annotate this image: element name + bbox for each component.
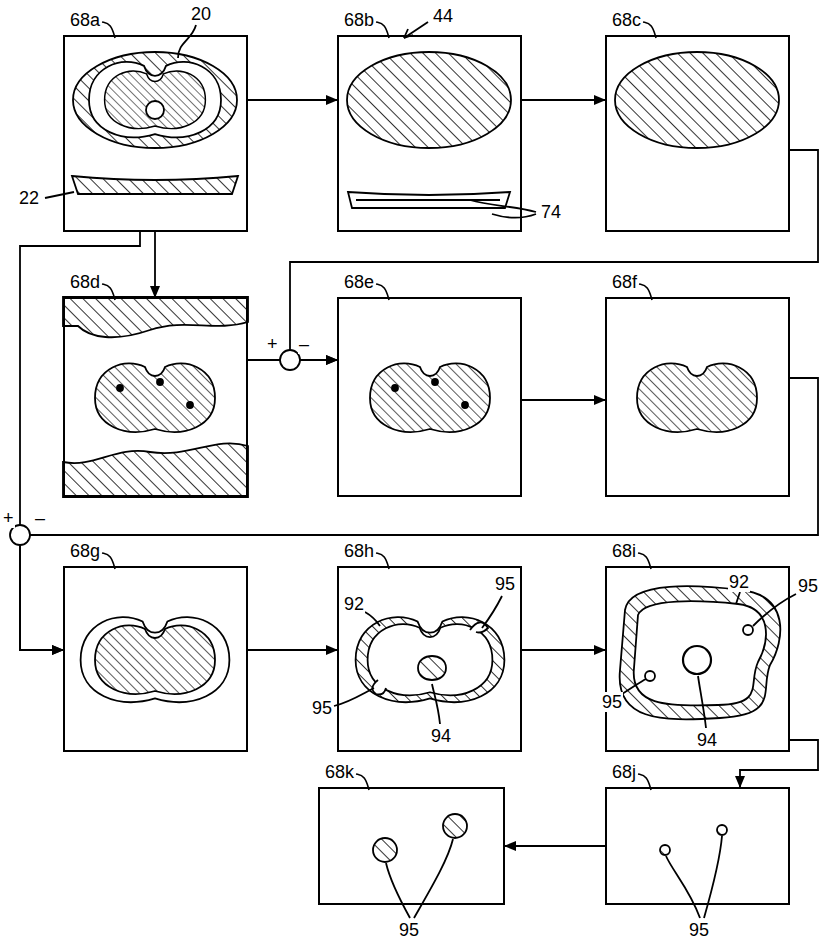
callout-number: 95: [601, 692, 623, 712]
process-panel: 68j: [605, 787, 790, 905]
flow-arrow: [522, 99, 605, 101]
callout-number: 44: [432, 6, 454, 26]
callout-number: 95: [688, 920, 710, 940]
process-panel: 68f: [605, 297, 790, 497]
summing-junction: [10, 525, 30, 545]
flow-arrow: [522, 649, 605, 651]
process-panel: 68g: [63, 566, 248, 752]
flow-arrow: [248, 99, 337, 101]
callout-number: 22: [18, 188, 40, 208]
process-panel: 68a: [63, 35, 248, 232]
panel-reference: 68a: [69, 10, 101, 30]
process-panel: 68c: [605, 35, 790, 232]
panel-reference: 68i: [611, 541, 637, 561]
callout-number: +: [2, 508, 15, 528]
panel-reference: 68j: [611, 762, 637, 782]
process-panel: 68e: [337, 297, 522, 497]
callout-number: 92: [343, 594, 365, 614]
summing-junction: [280, 350, 300, 370]
flow-arrow: [522, 399, 605, 401]
panel-reference: 68c: [611, 10, 642, 30]
callout-number: 95: [311, 698, 333, 718]
flow-arrow: [740, 740, 818, 787]
panel-reference: 68g: [69, 541, 101, 561]
callout-number: –: [34, 508, 46, 528]
callout-number: 20: [190, 4, 212, 24]
callout-number: –: [298, 334, 310, 354]
process-panel: 68b: [337, 35, 522, 232]
panel-reference: 68k: [324, 762, 355, 782]
panel-reference: 68h: [343, 541, 375, 561]
callout-number: 94: [696, 730, 718, 750]
callout-number: 92: [728, 572, 750, 592]
panel-reference: 68e: [343, 272, 375, 292]
callout-number: 95: [494, 574, 516, 594]
flow-arrow: [248, 649, 337, 651]
callout-number: 74: [540, 202, 562, 222]
callout-number: 94: [430, 726, 452, 746]
flow-arrow: [290, 150, 818, 360]
callout-number: 95: [797, 576, 819, 596]
process-panel: 68d: [63, 297, 248, 497]
panel-reference: 68b: [343, 10, 375, 30]
process-panel: 68k: [318, 787, 505, 905]
callout-number: +: [266, 334, 279, 354]
flow-arrow: [505, 845, 605, 847]
panel-reference: 68d: [69, 272, 101, 292]
flow-arrow: [154, 232, 156, 297]
flow-arrow: [20, 378, 818, 650]
callout-number: 95: [398, 920, 420, 940]
process-panel: 68i: [605, 566, 790, 752]
flow-arrow: [20, 232, 140, 650]
panel-reference: 68f: [611, 272, 638, 292]
